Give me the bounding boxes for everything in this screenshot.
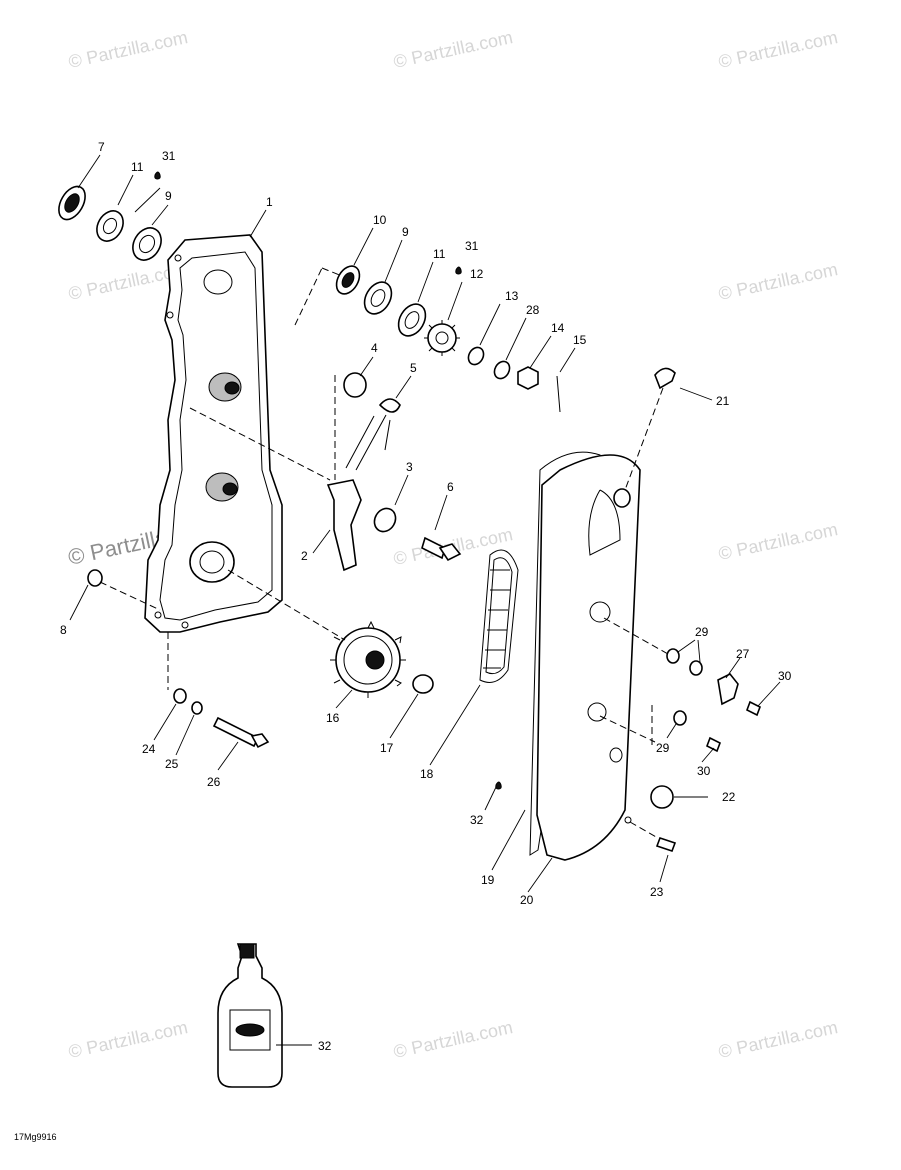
chaincase-cover — [529, 367, 676, 861]
callout: 21 — [716, 394, 730, 408]
callout: 3 — [406, 460, 413, 474]
callout: 5 — [410, 361, 417, 375]
callout: 22 — [722, 790, 736, 804]
lubricant-bottle — [217, 943, 283, 1088]
callout: 13 — [505, 289, 519, 303]
tensioner-assembly — [189, 372, 462, 572]
callout: 11 — [433, 247, 446, 261]
diagram-code: 17Mg9916 — [14, 1132, 57, 1142]
callout: 9 — [402, 225, 409, 239]
callout: 31 — [162, 149, 176, 163]
leader-lines — [69, 154, 781, 1046]
watermark: © Partzilla.com — [67, 1017, 190, 1062]
callout: 29 — [656, 741, 670, 755]
callout: 32 — [470, 813, 484, 827]
callout: 4 — [371, 341, 378, 355]
callout: 17 — [380, 741, 394, 755]
callout: 30 — [778, 669, 792, 683]
callout: 20 — [520, 893, 534, 907]
callout: 31 — [465, 239, 479, 253]
callout: 29 — [695, 625, 709, 639]
chaincase-housing — [144, 234, 283, 633]
callout: 27 — [736, 647, 750, 661]
callout: 2 — [301, 549, 308, 563]
cover-hardware — [599, 617, 762, 853]
watermark: © Partzilla.com — [717, 519, 840, 564]
callout: 15 — [573, 333, 587, 347]
callout-labels: 7 11 31 9 1 10 9 11 31 12 13 28 14 15 4 … — [60, 140, 792, 1053]
callout: 8 — [60, 623, 67, 637]
watermark: © Partzilla.com — [717, 1017, 840, 1062]
callout: 30 — [697, 764, 711, 778]
callout: 10 — [373, 213, 387, 227]
shaft-components — [294, 265, 561, 413]
callout: 19 — [481, 873, 495, 887]
callout: 12 — [470, 267, 484, 281]
callout: 16 — [326, 711, 340, 725]
bearing-stack-left — [58, 171, 162, 261]
callout: 23 — [650, 885, 664, 899]
drive-chain — [479, 549, 519, 683]
callout: 28 — [526, 303, 540, 317]
callout: 32 — [318, 1039, 332, 1053]
watermark: © Partzilla.com — [67, 27, 190, 72]
watermark: © Partzilla.com — [717, 259, 840, 304]
callout: 25 — [165, 757, 179, 771]
callout: 9 — [165, 189, 172, 203]
callout: 1 — [266, 195, 273, 209]
watermark: © Partzilla.com — [717, 27, 840, 72]
callout: 6 — [447, 480, 454, 494]
watermark: © Partzilla.com — [392, 27, 515, 72]
callout: 26 — [207, 775, 221, 789]
watermark: © Partzilla.com — [392, 1017, 515, 1062]
callout: 14 — [551, 321, 565, 335]
callout: 18 — [420, 767, 434, 781]
callout: 24 — [142, 742, 156, 756]
sprocket-and-hardware — [87, 569, 434, 749]
callout: 11 — [131, 160, 144, 174]
callout: 7 — [98, 140, 105, 154]
